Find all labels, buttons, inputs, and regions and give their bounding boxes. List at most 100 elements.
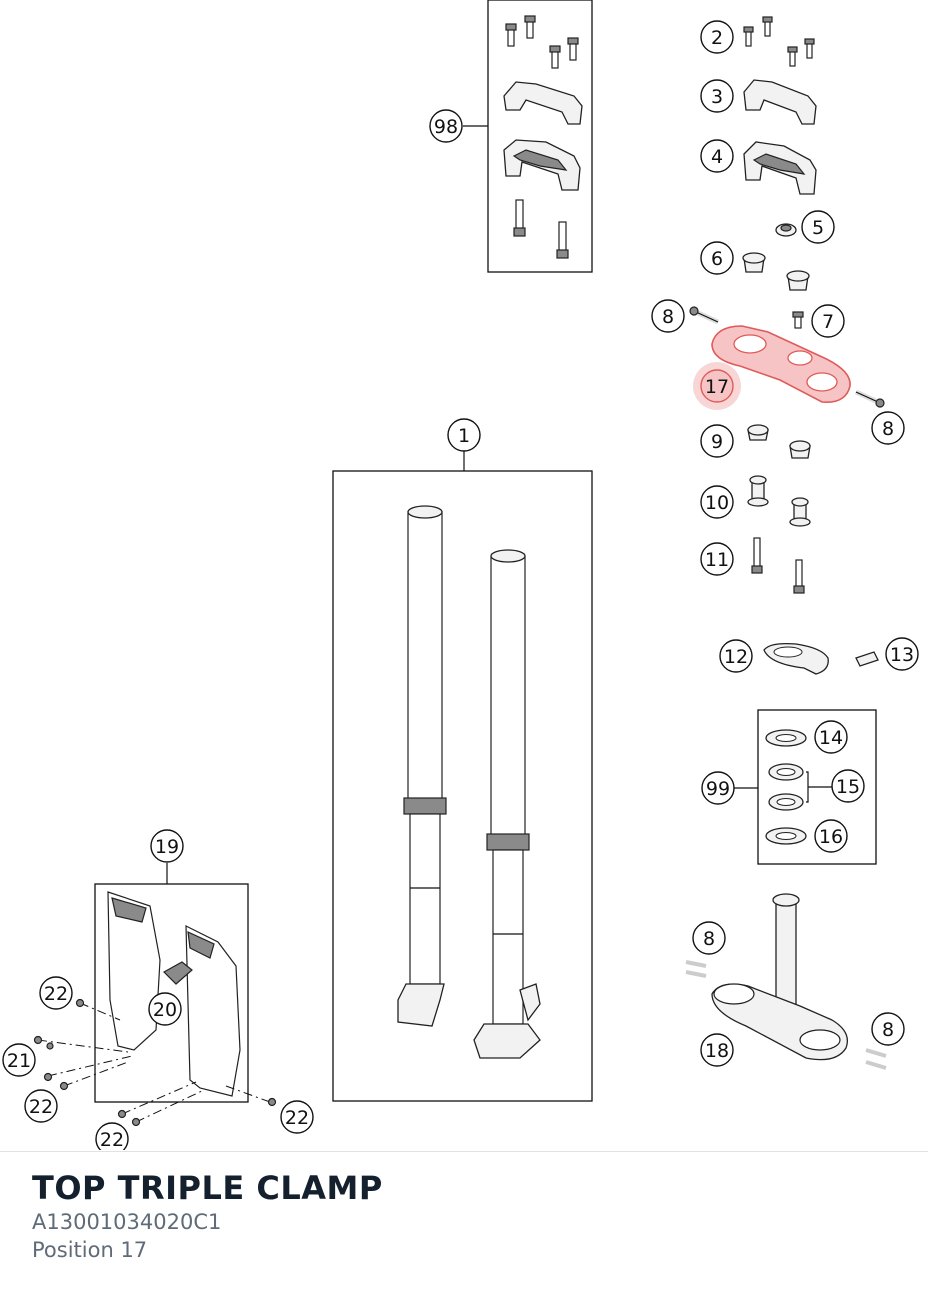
- callout-label: 8: [882, 1019, 894, 1041]
- callout-label: 9: [711, 431, 723, 453]
- top-triple-clamp-highlighted: [711, 325, 851, 403]
- bush-9: [747, 424, 811, 459]
- callout-7: 7: [811, 304, 845, 338]
- callout-5: 5: [801, 210, 835, 244]
- callout-label: 22: [285, 1107, 309, 1129]
- callout-circle: [280, 1100, 314, 1134]
- callout-circle: [801, 210, 835, 244]
- callout-circle: [700, 20, 734, 54]
- callout-label: 8: [662, 306, 674, 328]
- callout-label: 22: [100, 1129, 124, 1150]
- clip-13: [855, 651, 879, 667]
- callout-label: 12: [724, 646, 748, 668]
- callout-22: 22: [24, 1089, 58, 1123]
- callout-circle: [700, 424, 734, 458]
- rubber-bush-6: [742, 252, 810, 291]
- part-position: Position 17: [32, 1238, 148, 1262]
- kit-box-98: [487, 0, 593, 273]
- fork-protector-box-19: [94, 883, 249, 1103]
- callout-99: 99: [701, 771, 735, 805]
- exploded-parts-diagram: 1234567889101112131415161781881920212222…: [2, 0, 919, 1150]
- callout-label: 7: [822, 311, 834, 333]
- callout-label: 19: [155, 836, 179, 858]
- callout-circle: [2, 1043, 36, 1077]
- cable-guide-20: [163, 961, 193, 985]
- callout-circle: [692, 921, 726, 955]
- fork-leg-right: [473, 549, 541, 1059]
- callout-label: 15: [836, 776, 860, 798]
- callout-label: 99: [706, 778, 730, 800]
- part-code: A13001034020C1: [32, 1210, 222, 1234]
- callout-2: 2: [700, 20, 734, 54]
- callout-12: 12: [719, 639, 753, 673]
- screw-8-upper-left: [689, 306, 720, 325]
- callout-label: 6: [711, 248, 723, 270]
- callout-circle: [814, 819, 848, 853]
- callout-8: 8: [692, 921, 726, 955]
- callout-circle: [700, 542, 734, 576]
- callout-circle: [871, 1012, 905, 1046]
- callout-8: 8: [871, 411, 905, 445]
- callout-circle: [651, 299, 685, 333]
- fork-leg-left: [397, 505, 447, 1027]
- callout-label: 14: [819, 727, 843, 749]
- callout-label: 11: [705, 549, 729, 571]
- leader-15: [806, 771, 832, 803]
- callout-circle: [811, 304, 845, 338]
- handlebar-clamp-lower-4: [743, 141, 817, 195]
- callout-8: 8: [651, 299, 685, 333]
- screw-7: [792, 311, 804, 329]
- callout-18: 18: [700, 1033, 734, 1067]
- callout-circle: [447, 418, 481, 452]
- part-caption: TOP TRIPLE CLAMP A13001034020C1 Position…: [32, 1168, 383, 1264]
- callout-circle: [885, 637, 919, 671]
- callout-1: 1: [447, 418, 481, 452]
- callout-label: 8: [882, 418, 894, 440]
- callout-circle: [429, 109, 463, 143]
- callout-circle: [719, 639, 753, 673]
- callout-label: 8: [703, 928, 715, 950]
- callout-circle: [148, 992, 182, 1026]
- callout-13: 13: [885, 637, 919, 671]
- screw-8-upper-right: [854, 389, 885, 408]
- callout-label: 98: [434, 116, 458, 138]
- callout-circle: [831, 769, 865, 803]
- callout-9: 9: [700, 424, 734, 458]
- steering-lock-plate-12: [763, 642, 829, 675]
- callout-8: 8: [871, 1012, 905, 1046]
- callout-label: 4: [711, 146, 723, 168]
- part-title: TOP TRIPLE CLAMP: [32, 1169, 383, 1207]
- callout-21: 21: [2, 1043, 36, 1077]
- callout-circle: [814, 720, 848, 754]
- callout-98: 98: [429, 109, 463, 143]
- callout-circle: [39, 976, 73, 1010]
- caption-divider: [0, 1151, 928, 1152]
- callout-label: 17: [705, 376, 729, 398]
- callout-label: 10: [705, 492, 729, 514]
- callout-11: 11: [700, 542, 734, 576]
- callout-circle: [871, 411, 905, 445]
- lower-triple-clamp-18: [685, 893, 887, 1070]
- callout-16: 16: [814, 819, 848, 853]
- callout-label: 5: [812, 217, 824, 239]
- rubber-bush-5: [775, 223, 797, 237]
- callout-14: 14: [814, 720, 848, 754]
- protector-screws: [33, 998, 277, 1127]
- fork-group-box-1: [332, 470, 593, 1102]
- callout-circle: [700, 1033, 734, 1067]
- callout-4: 4: [700, 139, 734, 173]
- callout-10: 10: [700, 485, 734, 519]
- fork-protector-right: [185, 925, 241, 1097]
- callout-label: 3: [711, 86, 723, 108]
- callout-15: 15: [831, 769, 865, 803]
- kit-98-parts: [503, 15, 583, 259]
- callout-circle: [150, 829, 184, 863]
- callout-label: 2: [711, 27, 723, 49]
- callout-label: 22: [44, 983, 68, 1005]
- callout-label: 21: [7, 1050, 31, 1072]
- handlebar-clamp-upper-3: [743, 79, 817, 125]
- callout-circle: [24, 1089, 58, 1123]
- callout-circle: [700, 485, 734, 519]
- callout-label: 20: [153, 999, 177, 1021]
- callout-3: 3: [700, 79, 734, 113]
